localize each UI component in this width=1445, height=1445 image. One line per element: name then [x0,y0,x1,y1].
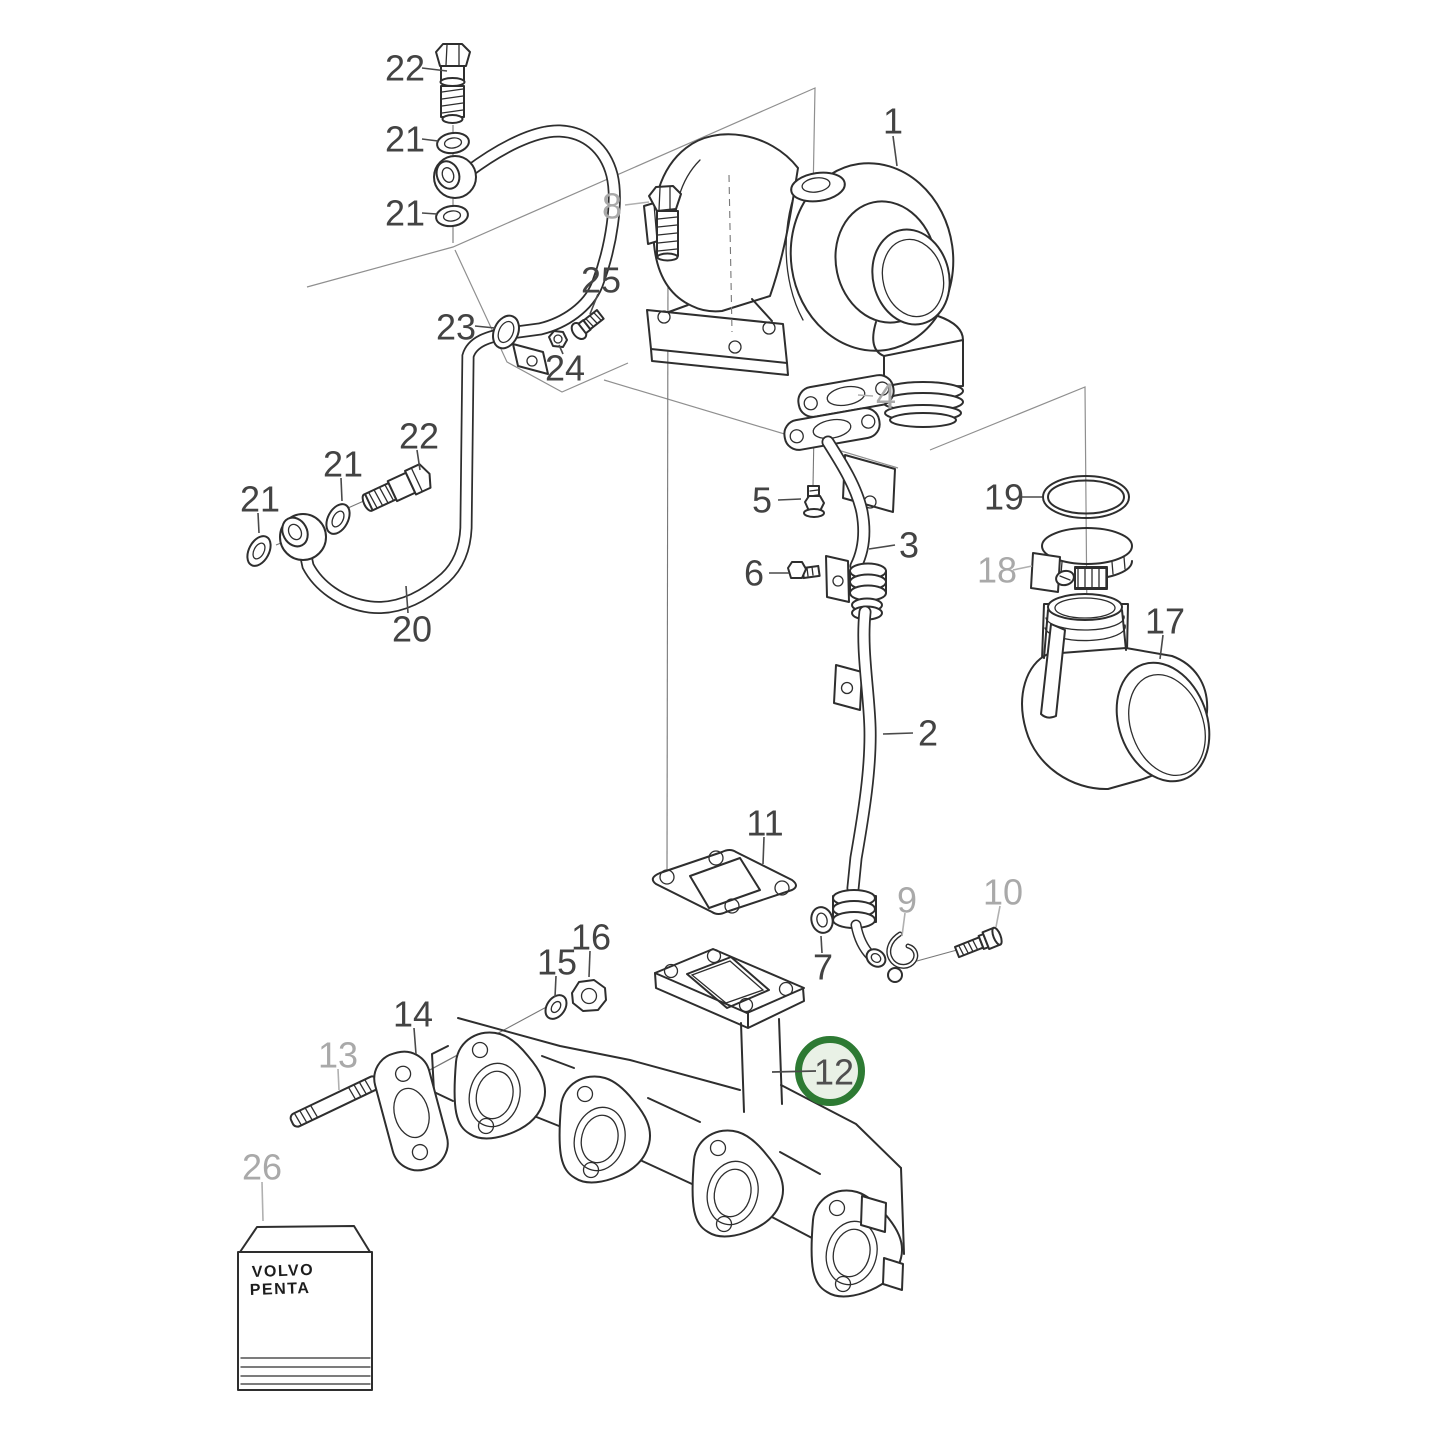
callout-label-22: 22 [385,48,425,89]
callout-label-3: 3 [899,525,919,566]
part-22-banjo-bolt-top [435,43,471,124]
part-25-screw [570,309,605,340]
part-5-bolt [803,485,825,518]
part-16-nut [571,979,607,1012]
highlight-label: 12 [814,1052,854,1093]
part-11-gasket [651,849,797,915]
callout-label-17: 17 [1145,601,1185,642]
callout-leader-1 [892,135,898,167]
part-10-bolt [953,926,1003,959]
callout-label-5: 5 [752,480,772,521]
callout-leader-4 [857,394,874,397]
callout-label-19: 19 [984,477,1024,518]
callout-label-13: 13 [318,1035,358,1076]
callout-label-23: 23 [436,307,476,348]
callout-label-18: 18 [977,550,1017,591]
callout-leader-23 [474,325,496,329]
part-19-o-ring [1042,475,1130,519]
callout-leader-2 [882,732,914,735]
callout-leader-17 [1159,634,1164,660]
callout-leader-8 [624,201,650,206]
part-24-nut [548,330,568,348]
brand-text-penta: PENTA [250,1280,311,1299]
callout-leader-7 [820,935,823,954]
part-7-seal-ring [810,906,834,934]
callout-leader-20 [405,585,409,614]
callout-label-24: 24 [545,348,585,389]
callout-leader-21 [257,512,260,534]
callout-label-1: 1 [883,101,903,142]
callout-leader-22 [421,67,448,72]
part-20-banjo-ball-top [433,155,477,199]
callout-label-22: 22 [399,416,439,457]
part-21-washer [320,499,356,539]
part-9-clip [886,931,919,983]
callout-label-2: 2 [918,713,938,754]
callout-leader-11 [762,836,765,865]
callout-label-16: 16 [571,917,611,958]
part-17-exhaust-hose [1021,593,1211,791]
callout-label-7: 7 [813,947,833,988]
callout-leader-21 [340,477,343,502]
callout-label-10: 10 [983,872,1023,913]
callout-label-21: 21 [385,193,425,234]
part-21-washer [241,531,277,571]
callout-label-6: 6 [744,553,764,594]
callout-label-15: 15 [537,942,577,983]
callout-leader-9 [901,912,906,937]
callout-label-4: 4 [876,376,896,417]
callout-leader-13 [337,1068,340,1091]
part-22-banjo-bolt-left [361,463,432,512]
part-21-washer [433,202,471,230]
part-26-kit-box: VOLVO PENTA [237,1225,373,1391]
part-20-banjo-ball-left [279,513,327,561]
callout-leader-14 [413,1027,417,1055]
callout-leader-21 [421,138,439,142]
part-8-bolt [648,185,682,262]
callout-leader-26 [261,1181,264,1222]
brand-text-volvo: VOLVO [252,1262,315,1281]
highlight-part-12: 12 [771,1036,865,1106]
callout-leader-18 [1012,565,1033,571]
callout-leader-21 [421,212,438,215]
part-14-gasket [373,1050,449,1172]
callout-leader-10 [995,905,1001,928]
callout-leader-25 [589,293,599,315]
callout-label-25: 25 [581,260,621,301]
callout-label-14: 14 [393,994,433,1035]
callout-label-11: 11 [746,803,783,844]
part-2-oil-drain-pipe [832,605,887,968]
part-3-oil-drain-pipe-upper [781,404,896,621]
part-6-bolt-and-bracket [787,555,850,603]
part-12-exhaust-manifold [431,948,905,1298]
highlight-leader [771,1070,817,1073]
part-1-turbocharger [643,133,964,428]
part-15-washer [544,994,568,1020]
callout-label-20: 20 [392,609,432,650]
callout-label-21: 21 [240,479,280,520]
callout-label-21: 21 [323,444,363,485]
callout-leader-24 [558,344,564,355]
callout-leader-3 [868,544,896,550]
callout-label-8: 8 [602,186,622,227]
part-20-oil-pipe [298,124,621,615]
callout-leader-15 [554,975,557,998]
callout-label-26: 26 [242,1147,282,1188]
part-13-stud [289,1075,381,1128]
callout-label-21: 21 [385,119,425,160]
callout-leader-16 [588,950,591,978]
callout-label-9: 9 [897,880,917,921]
callout-leader-5 [777,498,802,501]
part-21-washer [434,129,472,157]
callout-leader-22 [416,449,421,471]
part-18-hose-clamp [1030,527,1133,593]
part-23-pipe-clamp [492,314,549,375]
